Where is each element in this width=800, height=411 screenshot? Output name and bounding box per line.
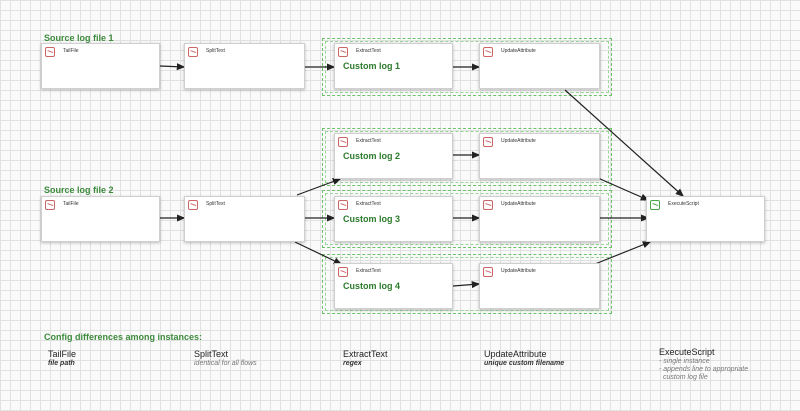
config-line: custom log file: [663, 374, 708, 381]
processor-name: TailFile: [63, 201, 79, 207]
processor-icon: [45, 200, 55, 210]
processor-updateattribute-4[interactable]: UpdateAttribute: [479, 263, 600, 309]
source-log-file-1-label: Source log file 1: [44, 33, 114, 43]
processor-extracttext-2[interactable]: ExtractText Custom log 2: [334, 133, 453, 179]
config-value: file path: [48, 360, 75, 367]
connection-splittext2-extracttext4: [294, 241, 343, 265]
processor-name: TailFile: [63, 48, 79, 54]
config-value: unique custom filename: [484, 360, 565, 367]
custom-log-4-label: Custom log 4: [343, 281, 401, 291]
processor-name: UpdateAttribute: [501, 138, 536, 144]
processor-icon: [483, 137, 493, 147]
config-line: - single instance: [659, 358, 710, 365]
processor-tailfile-1[interactable]: TailFile: [41, 43, 160, 89]
processor-name: UpdateAttribute: [501, 268, 536, 274]
processor-icon: [338, 137, 348, 147]
processor-icon: [188, 47, 198, 57]
config-value: identical for all flows: [194, 360, 257, 367]
processor-icon: [338, 267, 348, 277]
connection-updateattribute2-executescript: [597, 177, 650, 201]
config-tailfile: TailFile file path: [48, 349, 76, 368]
processor-splittext-1[interactable]: SplitText: [184, 43, 305, 89]
processor-icon: [483, 47, 493, 57]
processor-icon: [338, 200, 348, 210]
processor-name: ExtractText: [356, 201, 381, 207]
processor-icon: [483, 200, 493, 210]
processor-icon: [650, 200, 660, 210]
custom-log-2-label: Custom log 2: [343, 151, 401, 161]
processor-icon: [338, 47, 348, 57]
connection-updateattribute4-executescript: [594, 241, 652, 265]
processor-updateattribute-3[interactable]: UpdateAttribute: [479, 196, 600, 242]
processor-extracttext-1[interactable]: ExtractText Custom log 1: [334, 43, 453, 89]
source-log-file-2-label: Source log file 2: [44, 185, 114, 195]
processor-icon: [188, 200, 198, 210]
processor-tailfile-2[interactable]: TailFile: [41, 196, 160, 242]
processor-name: SplitText: [206, 48, 225, 54]
config-name: ExtractText: [343, 349, 388, 359]
processor-extracttext-4[interactable]: ExtractText Custom log 4: [334, 263, 453, 309]
config-extracttext: ExtractText regex: [343, 349, 388, 368]
process-group-custom-log-3[interactable]: [322, 190, 612, 248]
processor-name: UpdateAttribute: [501, 201, 536, 207]
custom-log-3-label: Custom log 3: [343, 214, 401, 224]
config-updateattribute: UpdateAttribute unique custom filename: [484, 349, 564, 368]
processor-name: ExtractText: [356, 138, 381, 144]
connection-extracttext4-updateattribute4: [452, 280, 481, 289]
process-group-custom-log-2[interactable]: [322, 128, 612, 186]
config-splittext: SplitText identical for all flows: [194, 349, 257, 368]
config-name: ExecuteScript: [659, 347, 715, 357]
custom-log-1-label: Custom log 1: [343, 61, 401, 71]
connection-tailfile1-splittext1: [159, 63, 186, 71]
config-executescript: ExecuteScript - single instance - append…: [659, 347, 748, 382]
processor-executescript[interactable]: ExecuteScript: [646, 196, 765, 242]
processor-name: ExtractText: [356, 48, 381, 54]
processor-extracttext-3[interactable]: ExtractText Custom log 3: [334, 196, 453, 242]
processor-name: ExecuteScript: [668, 201, 699, 207]
processor-name: ExtractText: [356, 268, 381, 274]
config-differences-title: Config differences among instances:: [44, 332, 203, 342]
processor-icon: [45, 47, 55, 57]
config-line: - appends line to appropriate: [659, 366, 749, 373]
processor-updateattribute-1[interactable]: UpdateAttribute: [479, 43, 600, 89]
processor-name: SplitText: [206, 201, 225, 207]
processor-splittext-2[interactable]: SplitText: [184, 196, 305, 242]
processor-icon: [483, 267, 493, 277]
connection-splittext2-extracttext2: [296, 178, 342, 196]
config-value: regex: [343, 360, 362, 367]
processor-name: UpdateAttribute: [501, 48, 536, 54]
connection-updateattribute1-executescript: [564, 89, 684, 197]
config-name: UpdateAttribute: [484, 349, 547, 359]
config-name: SplitText: [194, 349, 229, 359]
process-group-custom-log-4[interactable]: [322, 254, 612, 314]
config-name: TailFile: [48, 349, 77, 359]
processor-updateattribute-2[interactable]: UpdateAttribute: [479, 133, 600, 179]
